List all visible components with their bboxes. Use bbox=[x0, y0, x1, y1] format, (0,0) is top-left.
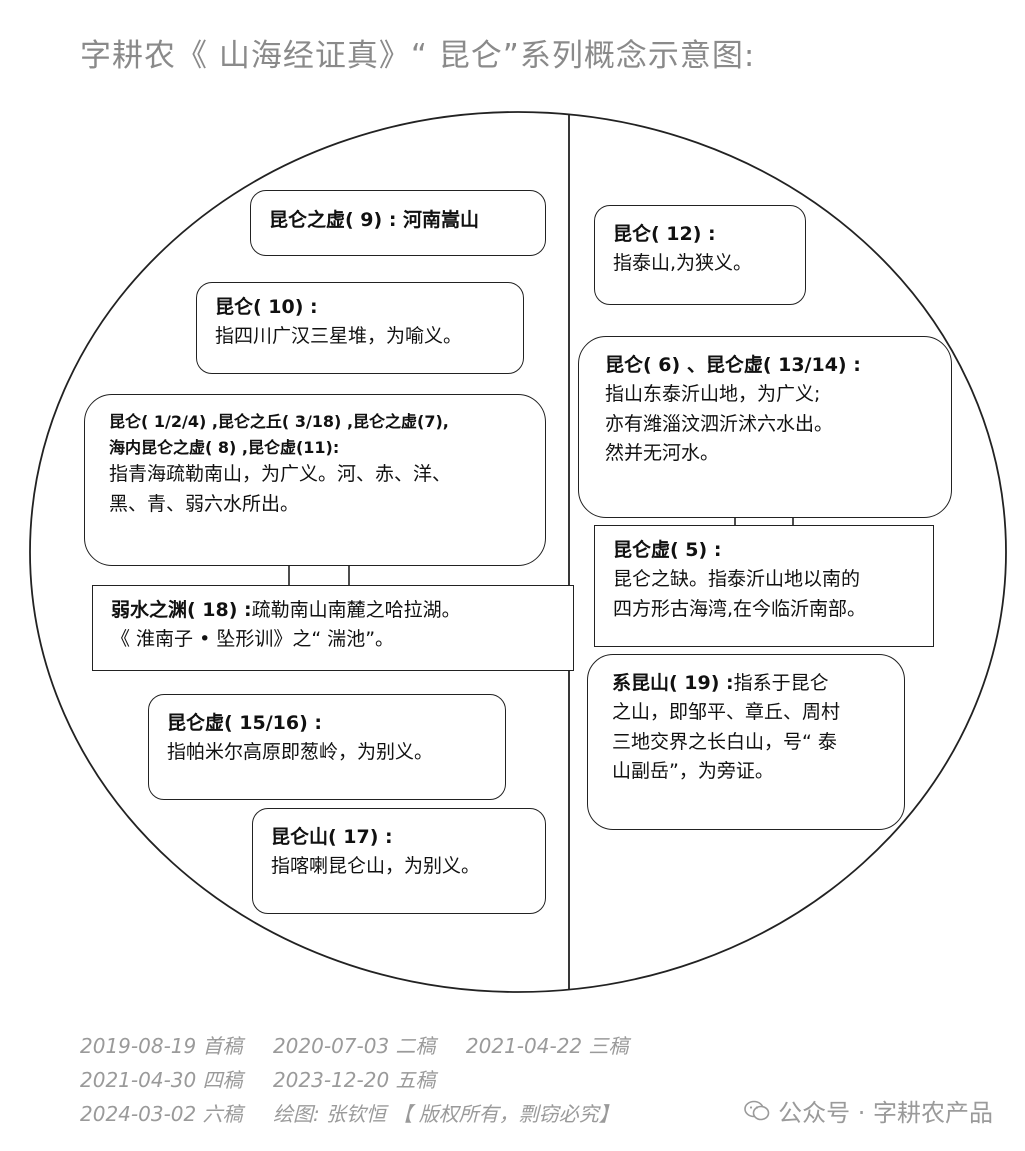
left-box-2-desc: 指四川广汉三星堆，为喻义。 bbox=[215, 325, 463, 348]
draft-date: 2021-04-22 三稿 bbox=[465, 1034, 629, 1058]
draft-date: 2020-07-03 二稿 bbox=[272, 1034, 436, 1058]
right-box-1-desc: 指泰山,为狭义。 bbox=[613, 252, 753, 275]
right-box-4: 系昆山( 19) :指系于昆仑 之山，即邹平、章丘、周村 三地交界之长白山，号“… bbox=[587, 654, 905, 830]
footer-line-3: 2024-03-02 六稿 绘图: 张钦恒 【 版权所有，剽窃必究】 bbox=[80, 1098, 643, 1127]
right-box-4-desc-line3: 三地交界之长白山，号“ 泰 bbox=[612, 730, 837, 753]
right-box-4-desc-inline: 指系于昆仑 bbox=[733, 672, 829, 694]
left-box-3-desc-line1: 指青海疏勒南山，为广义。河、赤、洋、 bbox=[109, 463, 452, 486]
right-box-2-title: 昆仑( 6) 、昆仑虚( 13/14) : bbox=[605, 354, 861, 376]
right-box-3: 昆仑虚( 5) : 昆仑之缺。指泰沂山地以南的 四方形古海湾,在今临沂南部。 bbox=[594, 525, 934, 647]
right-box-1: 昆仑( 12) : 指泰山,为狭义。 bbox=[594, 205, 806, 305]
wechat-icon bbox=[744, 1100, 770, 1120]
right-box-4-title: 系昆山( 19) : bbox=[612, 672, 734, 694]
left-box-6-title: 昆仑山( 17) : bbox=[271, 826, 393, 848]
draft-date: 2019-08-19 首稿 bbox=[80, 1034, 243, 1058]
draft-date: 2023-12-20 五稿 bbox=[272, 1068, 436, 1092]
draft-date: 2024-03-02 六稿 bbox=[80, 1102, 243, 1126]
left-box-5-desc: 指帕米尔高原即葱岭，为别义。 bbox=[167, 741, 434, 764]
right-box-3-desc-line2: 四方形古海湾,在今临沂南部。 bbox=[613, 597, 867, 620]
left-box-6-desc: 指喀喇昆仑山，为别义。 bbox=[271, 855, 481, 878]
outer-circle bbox=[29, 111, 1007, 993]
watermark: 公众号 · 字耕农产品 bbox=[744, 1093, 993, 1128]
left-box-4-desc-line2: 《 淮南子 • 坠形训》之“ 湍池”。 bbox=[111, 628, 395, 651]
left-box-1-title: 昆仑之虚( 9) : 河南嵩山 bbox=[269, 209, 480, 231]
right-box-2-desc-line3: 然并无河水。 bbox=[605, 442, 720, 465]
credit-note: 绘图: 张钦恒 【 版权所有，剽窃必究】 bbox=[272, 1102, 619, 1126]
right-box-2: 昆仑( 6) 、昆仑虚( 13/14) : 指山东泰沂山地，为广义; 亦有潍淄汶… bbox=[578, 336, 952, 518]
left-box-2: 昆仑( 10) : 指四川广汉三星堆，为喻义。 bbox=[196, 282, 524, 374]
right-box-3-title: 昆仑虚( 5) : bbox=[613, 539, 722, 561]
left-box-4: 弱水之渊( 18) :疏勒南山南麓之哈拉湖。 《 淮南子 • 坠形训》之“ 湍池… bbox=[92, 585, 574, 671]
draft-date: 2021-04-30 四稿 bbox=[80, 1068, 243, 1092]
right-box-1-title: 昆仑( 12) : bbox=[613, 223, 716, 245]
watermark-text: 公众号 · 字耕农产品 bbox=[778, 1099, 993, 1127]
right-box-2-desc-line2: 亦有潍淄汶泗沂沭六水出。 bbox=[605, 412, 834, 435]
footer-line-1: 2019-08-19 首稿 2020-07-03 二稿 2021-04-22 三… bbox=[80, 1030, 653, 1059]
left-box-5: 昆仑虚( 15/16) : 指帕米尔高原即葱岭，为别义。 bbox=[148, 694, 506, 800]
footer-line-2: 2021-04-30 四稿 2023-12-20 五稿 bbox=[80, 1064, 460, 1093]
left-box-3-title-line2: 海内昆仑之虚( 8) ,昆仑虚(11): bbox=[109, 437, 340, 457]
right-box-3-desc-line1: 昆仑之缺。指泰沂山地以南的 bbox=[613, 568, 861, 591]
left-box-4-title: 弱水之渊( 18) : bbox=[111, 599, 252, 621]
left-box-4-desc-inline: 疏勒南山南麓之哈拉湖。 bbox=[251, 599, 461, 621]
right-box-2-desc-line1: 指山东泰沂山地，为广义; bbox=[605, 383, 821, 406]
left-box-3-title-line1: 昆仑( 1/2/4) ,昆仑之丘( 3/18) ,昆仑之虚(7), bbox=[109, 412, 449, 431]
left-box-3: 昆仑( 1/2/4) ,昆仑之丘( 3/18) ,昆仑之虚(7), 海内昆仑之虚… bbox=[84, 394, 546, 566]
left-box-6: 昆仑山( 17) : 指喀喇昆仑山，为别义。 bbox=[252, 808, 546, 914]
left-box-3-desc-line2: 黑、青、弱六水所出。 bbox=[109, 492, 300, 515]
right-box-4-desc-line2: 之山，即邹平、章丘、周村 bbox=[612, 701, 841, 724]
right-box-4-desc-line4: 山副岳”，为旁证。 bbox=[612, 760, 774, 783]
diagram-title: 字耕农《 山海经证真》“ 昆仑”系列概念示意图: bbox=[80, 38, 756, 74]
left-box-5-title: 昆仑虚( 15/16) : bbox=[167, 712, 323, 734]
left-box-2-title: 昆仑( 10) : bbox=[215, 296, 318, 318]
left-box-1: 昆仑之虚( 9) : 河南嵩山 bbox=[250, 190, 546, 256]
